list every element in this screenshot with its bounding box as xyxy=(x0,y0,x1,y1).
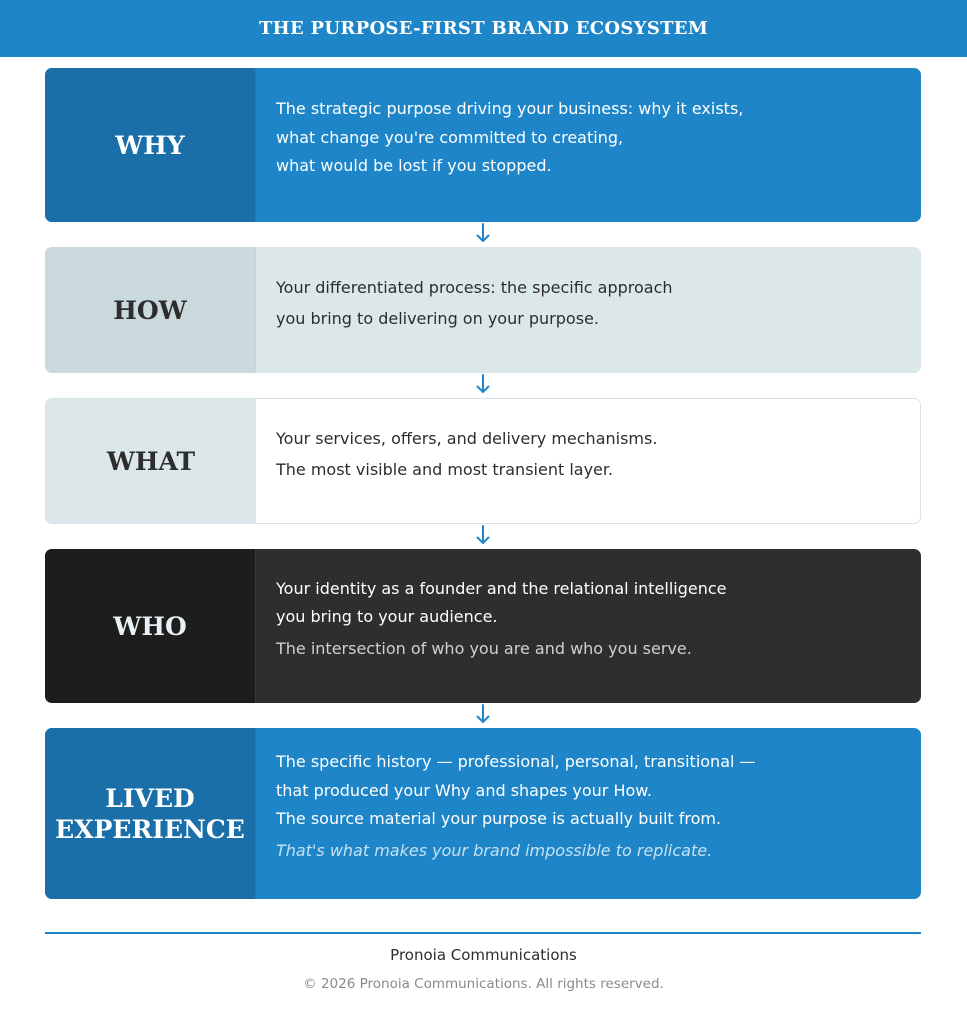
layer-lived-line: The specific history — professional, per… xyxy=(276,752,756,771)
footer-copyright: © 2026 Pronoia Communications. All right… xyxy=(303,976,664,992)
layer-why-line: what would be lost if you stopped. xyxy=(276,156,552,176)
page-title: THE PURPOSE-FIRST BRAND ECOSYSTEM xyxy=(258,18,709,39)
layer-how-label: HOW xyxy=(45,247,256,373)
layer-lived-line: that produced your Why and shapes your H… xyxy=(276,780,652,800)
layer-what-line: The most visible and most transient laye… xyxy=(276,460,614,479)
layer-who: WHO Your identity as a founder and the r… xyxy=(45,549,921,703)
footer-brand: Pronoia Communications xyxy=(390,946,577,964)
layer-why-description: The strategic purpose driving your busin… xyxy=(256,68,921,222)
footer-divider xyxy=(45,932,921,934)
layer-who-label: WHO xyxy=(45,549,256,703)
down-arrow-icon xyxy=(476,704,490,724)
layer-how-line: Your differentiated process: the specifi… xyxy=(276,278,673,297)
layer-how-description: Your differentiated process: the specifi… xyxy=(256,247,921,373)
layer-lived-experience: LIVED EXPERIENCE The specific history — … xyxy=(45,728,921,899)
layer-how-line: you bring to delivering on your purpose. xyxy=(276,309,599,328)
layer-who-line: you bring to your audience. xyxy=(276,607,498,627)
layer-who-description: Your identity as a founder and the relat… xyxy=(256,549,921,703)
layer-why: WHY The strategic purpose driving your b… xyxy=(45,68,921,222)
layer-why-line: what change you're committed to creating… xyxy=(276,127,624,147)
page-header: THE PURPOSE-FIRST BRAND ECOSYSTEM xyxy=(0,0,967,57)
layer-what-label: WHAT xyxy=(46,399,256,523)
layer-who-line: The intersection of who you are and who … xyxy=(276,638,692,658)
layer-how: HOW Your differentiated process: the spe… xyxy=(45,247,921,373)
layer-what: WHAT Your services, offers, and delivery… xyxy=(45,398,921,524)
down-arrow-icon xyxy=(476,374,490,394)
label-line: EXPERIENCE xyxy=(55,814,245,844)
layer-what-line: Your services, offers, and delivery mech… xyxy=(276,429,658,448)
layer-why-line: The strategic purpose driving your busin… xyxy=(276,99,744,119)
layer-lived-tagline: That's what makes your brand impossible … xyxy=(276,840,713,860)
layer-lived-experience-description: The specific history — professional, per… xyxy=(256,728,921,899)
layer-lived-line: The source material your purpose is actu… xyxy=(276,809,722,828)
layer-what-description: Your services, offers, and delivery mech… xyxy=(256,399,920,523)
down-arrow-icon xyxy=(476,525,490,545)
down-arrow-icon xyxy=(476,223,490,243)
layer-lived-experience-label: LIVED EXPERIENCE xyxy=(45,728,256,899)
layer-who-line: Your identity as a founder and the relat… xyxy=(276,578,727,598)
layer-why-label: WHY xyxy=(45,68,256,222)
label-line: LIVED xyxy=(105,783,195,813)
